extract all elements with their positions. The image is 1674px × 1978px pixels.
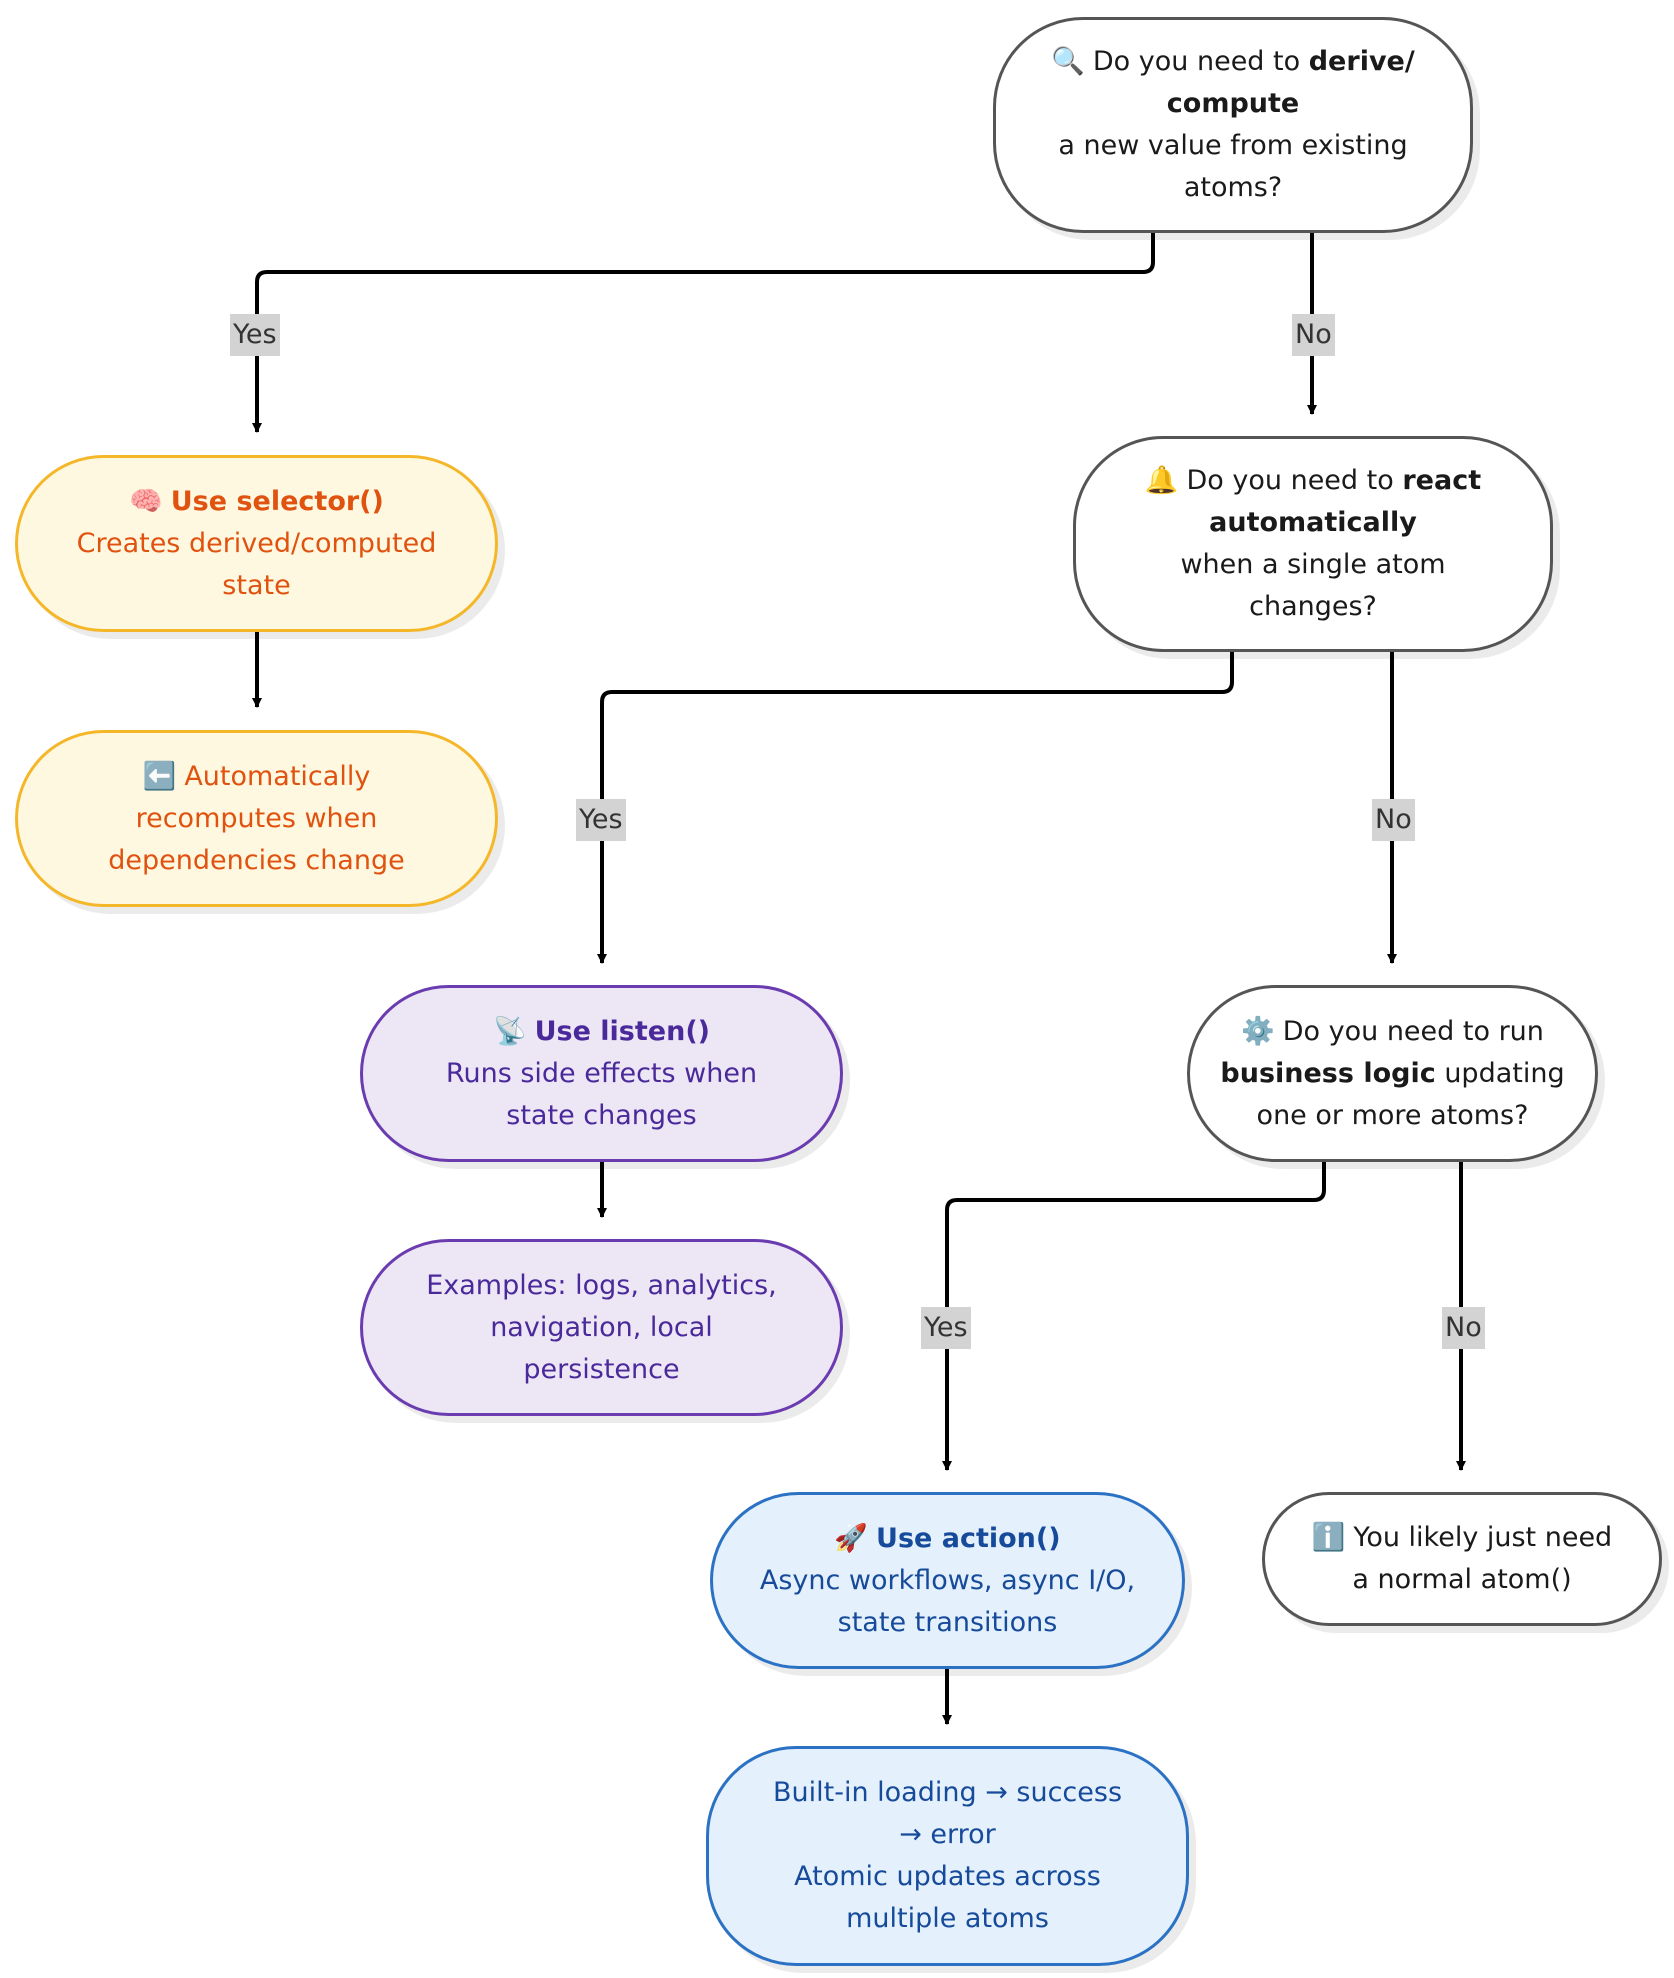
normal-atom-node: ℹ️You likely just need a normal atom() — [1262, 1492, 1662, 1626]
left-arrow-icon: ⬅️ — [142, 760, 177, 792]
edge-derive-yes — [252, 233, 1155, 433]
decision-derive-node: 🔍Do you need to derive/ compute a new va… — [993, 17, 1473, 233]
rocket-icon: 🚀 — [834, 1522, 869, 1554]
edge-business-yes — [942, 1162, 1326, 1471]
listen-node: 📡Use listen() Runs side effects when sta… — [360, 985, 843, 1162]
selector-title: Use selector() — [170, 485, 384, 517]
magnifier-icon: 🔍 — [1051, 46, 1085, 77]
bell-icon: 🔔 — [1144, 465, 1179, 496]
builtin-loading-node: Built-in loading → success → error Atomi… — [706, 1746, 1189, 1966]
decision-business-node: ⚙️Do you need to run business logic upda… — [1187, 985, 1598, 1162]
edge-react-yes — [597, 652, 1234, 964]
listen-title: Use listen() — [534, 1015, 711, 1047]
examples-node: Examples: logs, analytics, navigation, l… — [360, 1239, 843, 1416]
selector-node: 🧠Use selector() Creates derived/computed… — [15, 455, 498, 632]
edge-label-derive-no: No — [1292, 314, 1335, 356]
action-node: 🚀Use action() Async workflows, async I/O… — [710, 1492, 1185, 1669]
recompute-node: ⬅️Automatically recomputes when dependen… — [15, 730, 498, 907]
brain-icon: 🧠 — [129, 485, 163, 517]
edge-label-business-yes: Yes — [921, 1307, 971, 1349]
edge-label-business-no: No — [1442, 1307, 1485, 1349]
info-icon: ℹ️ — [1311, 1522, 1346, 1553]
action-title: Use action() — [876, 1522, 1061, 1554]
satellite-dish-icon: 📡 — [492, 1015, 527, 1047]
edge-label-react-yes: Yes — [576, 799, 626, 841]
decision-react-node: 🔔Do you need to react automatically when… — [1073, 436, 1553, 652]
edge-label-derive-yes: Yes — [230, 314, 280, 356]
gear-icon: ⚙️ — [1241, 1015, 1275, 1047]
edge-label-react-no: No — [1372, 799, 1415, 841]
